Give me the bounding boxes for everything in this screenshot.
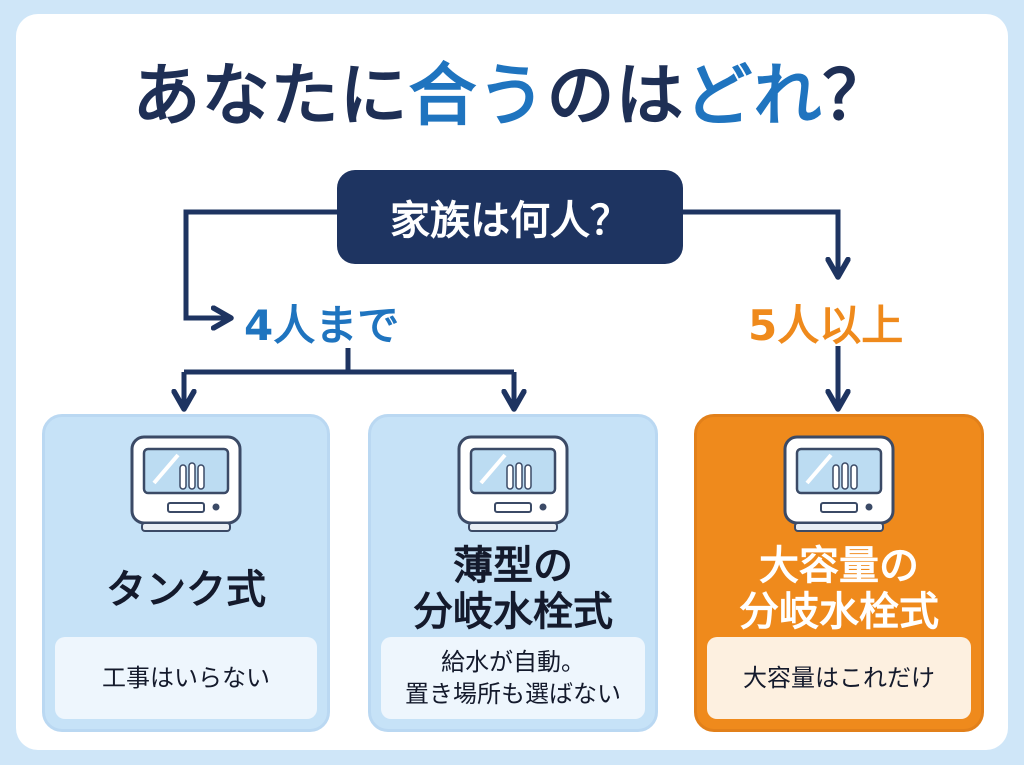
card-slim-faucet-type: 薄型の 分岐水栓式 給水が自動。 置き場所も選ばない bbox=[368, 414, 658, 732]
card-description-line: 工事はいらない bbox=[102, 664, 270, 692]
card-description-line: 給水が自動。 bbox=[441, 648, 585, 676]
card-title-line: 大容量の bbox=[759, 543, 919, 589]
card-description: 大容量はこれだけ bbox=[707, 637, 971, 719]
connector-right bbox=[683, 209, 838, 272]
title-part-5: ？ bbox=[822, 57, 892, 136]
card-description-line: 大容量はこれだけ bbox=[743, 664, 935, 692]
question-box: 家族は何人？ bbox=[337, 170, 683, 264]
card-description: 給水が自動。 置き場所も選ばない bbox=[381, 637, 645, 719]
title-part-2: 合う bbox=[408, 57, 547, 136]
card-title-line: 分岐水栓式 bbox=[413, 589, 613, 635]
card-title-line: タンク式 bbox=[106, 567, 266, 613]
branch-label-up-to-4: 4人まで bbox=[244, 301, 400, 350]
card-title: 大容量の 分岐水栓式 bbox=[697, 543, 981, 635]
title-part-4: どれ bbox=[684, 57, 823, 136]
dishwasher-icon bbox=[455, 433, 571, 541]
connector-left bbox=[183, 209, 337, 318]
card-title-line: 薄型の bbox=[453, 543, 573, 589]
card-title-line: 分岐水栓式 bbox=[739, 589, 939, 635]
card-tank-type: タンク式 工事はいらない bbox=[42, 414, 330, 732]
dishwasher-icon bbox=[781, 433, 897, 541]
card-large-capacity-faucet-type: 大容量の 分岐水栓式 大容量はこれだけ bbox=[694, 414, 984, 732]
card-title: タンク式 bbox=[45, 567, 327, 613]
title-part-3: のは bbox=[546, 57, 685, 136]
page-title: あなたに合うのはどれ？ bbox=[0, 52, 1024, 142]
card-description-line: 置き場所も選ばない bbox=[405, 680, 621, 708]
dishwasher-icon bbox=[128, 433, 244, 541]
card-title: 薄型の 分岐水栓式 bbox=[371, 543, 655, 635]
title-part-1: あなたに bbox=[132, 57, 409, 136]
card-description: 工事はいらない bbox=[55, 637, 317, 719]
branch-label-5-plus: 5人以上 bbox=[748, 301, 904, 350]
